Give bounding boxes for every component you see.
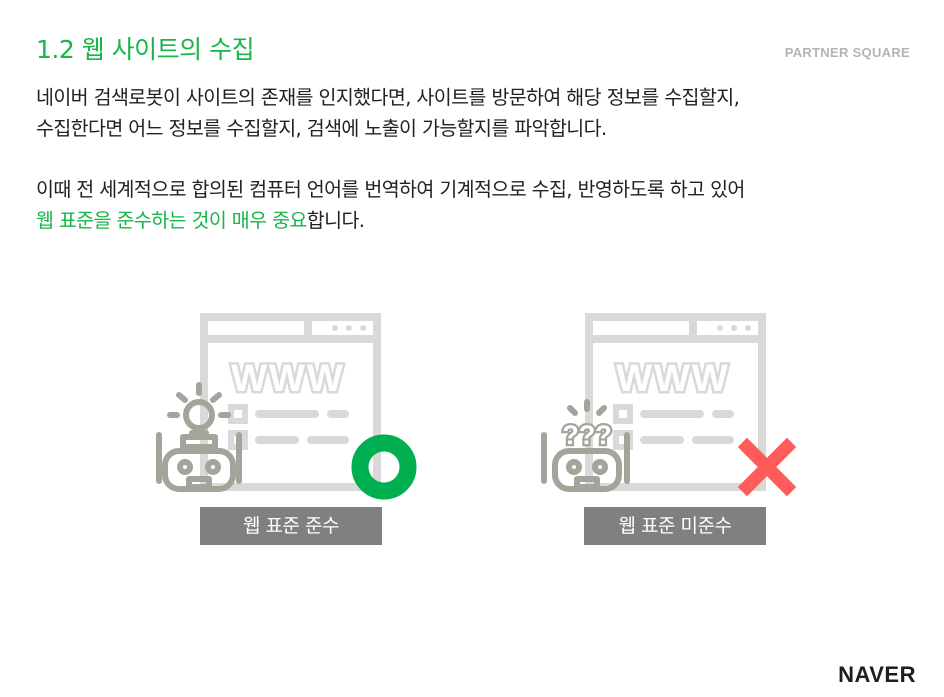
question-marks-text: ??? — [562, 420, 611, 450]
www-text: WWW — [231, 358, 345, 400]
naver-logo: NAVER — [838, 662, 916, 687]
standards-tail: 합니다. — [306, 209, 365, 232]
standards-line-1: 이때 전 세계적으로 합의된 컴퓨터 언어를 번역하여 기계적으로 수집, 반영… — [36, 178, 745, 201]
intro-line-1: 네이버 검색로봇이 사이트의 존재를 인지했다면, 사이트를 방문하여 해당 정… — [36, 86, 740, 109]
standards-paragraph: 이때 전 세계적으로 합의된 컴퓨터 언어를 번역하여 기계적으로 수집, 반영… — [36, 174, 916, 236]
www-text: WWW — [616, 358, 730, 400]
x-cross-icon — [737, 437, 797, 497]
label-noncompliant: 웹 표준 미준수 — [584, 507, 766, 545]
compliant-illustration: WWW — [156, 313, 417, 500]
label-compliant: 웹 표준 준수 — [200, 507, 382, 545]
standards-highlight: 웹 표준을 준수하는 것이 매우 중요 — [36, 209, 307, 232]
circle-o-icon — [351, 434, 417, 500]
page-title: 1.2 웹 사이트의 수집 — [36, 35, 255, 64]
partner-square-brand: PARTNER SQUARE — [784, 45, 910, 60]
intro-paragraph: 네이버 검색로봇이 사이트의 존재를 인지했다면, 사이트를 방문하여 해당 정… — [36, 82, 916, 144]
lightbulb-robot-icon — [156, 382, 242, 492]
browser-window-icon — [585, 313, 766, 491]
confused-robot-icon — [541, 399, 630, 492]
noncompliant-illustration: WWW ??? — [541, 313, 797, 497]
intro-line-2: 수집한다면 어느 정보를 수집할지, 검색에 노출이 가능할지를 파악합니다. — [36, 117, 607, 140]
